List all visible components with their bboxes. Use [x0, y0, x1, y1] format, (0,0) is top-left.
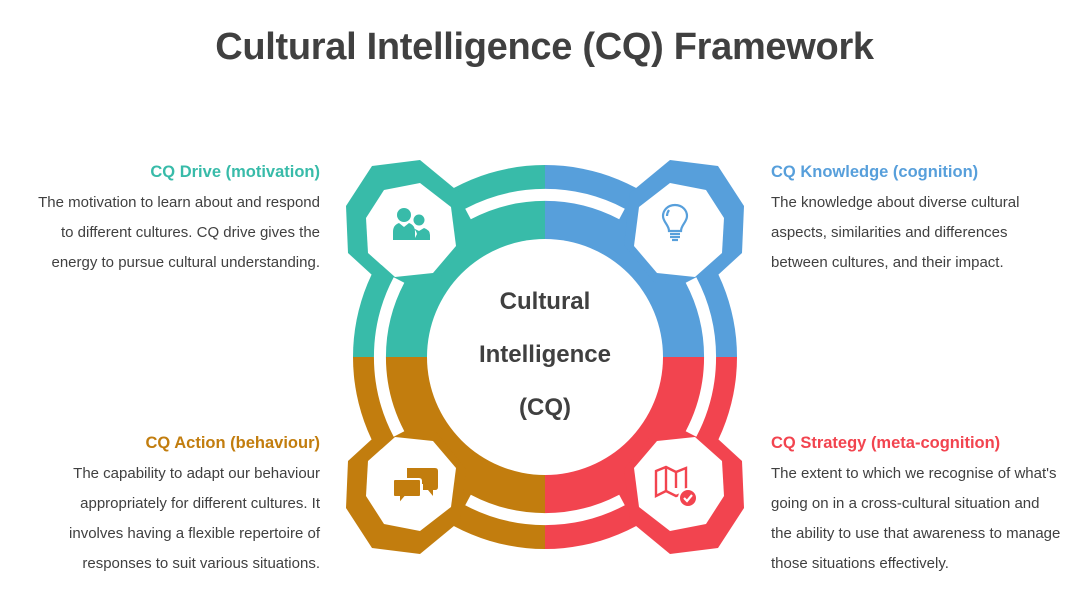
drive-line: energy to pursue cultural understanding.	[51, 254, 320, 271]
strategy-line: the ability to use that awareness to man…	[771, 525, 1061, 542]
action-line: appropriately for different cultures. It	[80, 495, 320, 512]
knowledge-line: between cultures, and their impact.	[771, 254, 1004, 271]
map-check-icon	[654, 465, 698, 508]
users-icon	[393, 208, 430, 240]
knowledge-line: The knowledge about diverse cultural	[771, 194, 1020, 211]
strategy-line: those situations effectively.	[771, 555, 949, 572]
action-heading: CQ Action (behaviour)	[145, 434, 320, 452]
knowledge-line: aspects, similarities and differences	[771, 224, 1008, 241]
drive-line: to different cultures. CQ drive gives th…	[60, 224, 320, 241]
chat-bubbles-icon	[392, 468, 438, 507]
center-label-line3: (CQ)	[519, 394, 571, 421]
drive-heading: CQ Drive (motivation)	[150, 163, 320, 181]
ring-channels	[374, 189, 716, 525]
center-circle	[427, 239, 663, 475]
strategy-heading: CQ Strategy (meta-cognition)	[771, 434, 1001, 452]
action-block: CQ Action (behaviour) The capability to …	[0, 434, 320, 579]
strategy-line: The extent to which we recognise of what…	[771, 465, 1057, 482]
action-line: responses to suit various situations.	[82, 555, 320, 572]
action-line: involves having a flexible repertoire of	[69, 525, 320, 542]
strategy-block: CQ Strategy (meta-cognition) The extent …	[771, 434, 1089, 579]
drive-line: The motivation to learn about and respon…	[38, 194, 320, 211]
knowledge-block: CQ Knowledge (cognition) The knowledge a…	[771, 163, 1089, 278]
drive-block: CQ Drive (motivation) The motivation to …	[0, 163, 320, 278]
page-title: Cultural Intelligence (CQ) Framework	[215, 26, 874, 68]
strategy-line: going on in a cross-cultural situation a…	[771, 495, 1040, 512]
hex-strategy	[634, 437, 724, 531]
knowledge-heading: CQ Knowledge (cognition)	[771, 163, 979, 181]
center-label-line2: Intelligence	[478, 341, 612, 368]
lightbulb-icon	[661, 203, 689, 242]
center-label-line1: Cultural	[499, 288, 591, 315]
action-line: The capability to adapt our behaviour	[73, 465, 320, 482]
